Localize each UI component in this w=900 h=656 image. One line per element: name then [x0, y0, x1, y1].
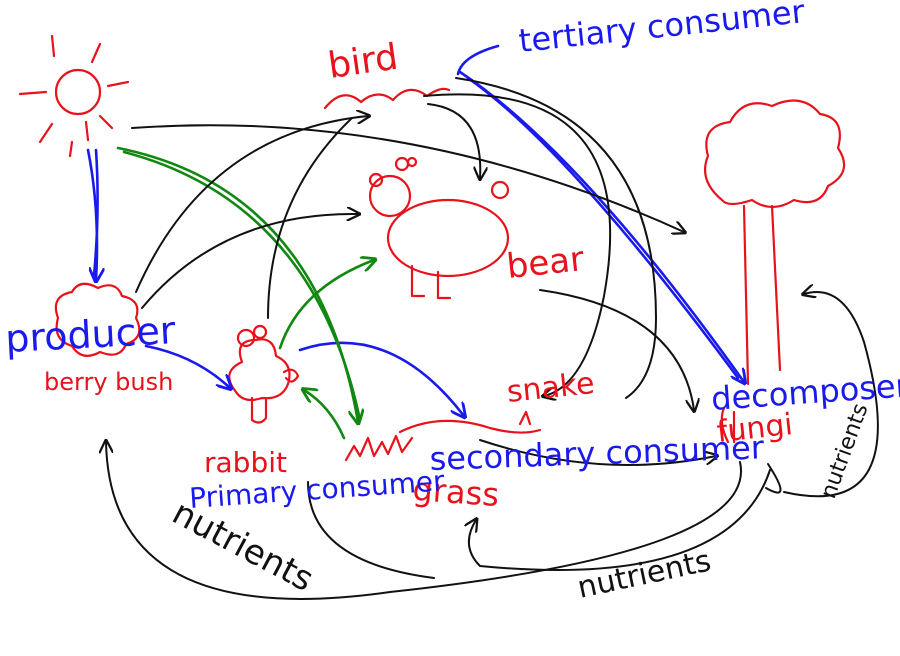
rabbit-drawing	[228, 324, 300, 424]
bird-drawing	[323, 87, 451, 110]
nutrients-label-bottom: nutrients	[574, 543, 714, 605]
secondary-consumer-label: secondary consumer	[429, 428, 765, 478]
fungi-label: fungi	[715, 407, 794, 450]
blue-energy-arrows	[86, 44, 744, 416]
grass-drawing	[344, 410, 542, 462]
bear-label: bear	[505, 239, 586, 287]
tertiary-consumer-text: tertiary consumer	[517, 0, 807, 60]
grass-label: grass	[411, 470, 500, 514]
mushroom-drawing	[704, 99, 846, 444]
sun-icon	[18, 34, 130, 158]
berry-bush-drawing	[54, 282, 141, 357]
tertiary-consumer-label: tertiary consumer	[517, 0, 807, 60]
nutrients-label-right: nutrients	[816, 400, 873, 502]
snake-label: snake	[505, 366, 596, 410]
bear-drawing	[368, 156, 510, 300]
black-flow-arrows	[106, 77, 879, 600]
berry-bush-label: berry bush	[44, 368, 173, 396]
berry-bush-label-text: berry bush	[44, 368, 173, 396]
organism-labels: bird bear snake berry bush rabbit grass …	[44, 37, 794, 514]
rabbit-label: rabbit	[204, 446, 287, 479]
bird-label: bird	[326, 37, 401, 87]
producer-label: producer	[4, 308, 177, 361]
